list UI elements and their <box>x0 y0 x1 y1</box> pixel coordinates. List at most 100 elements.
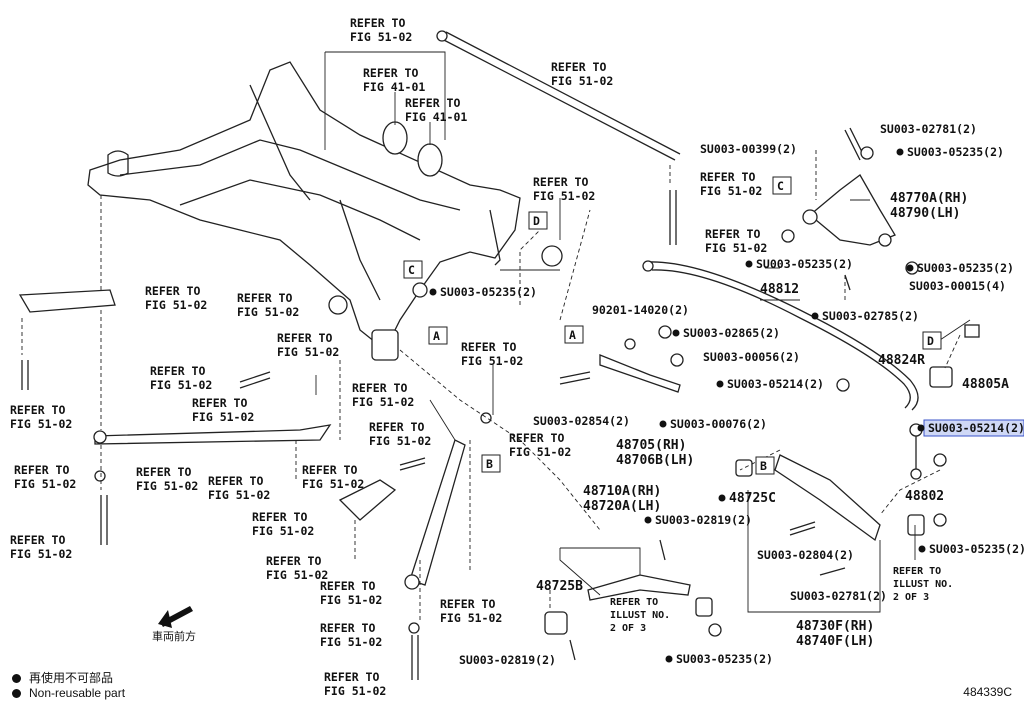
svg-text:48705(RH): 48705(RH) <box>616 438 686 453</box>
markers: C D C A A D B B <box>403 176 942 475</box>
svg-text:REFER TO: REFER TO <box>320 579 375 593</box>
lower-control-arms <box>18 289 881 601</box>
svg-text:SU003-05214(2): SU003-05214(2) <box>727 377 824 391</box>
svg-text:REFER TO: REFER TO <box>192 396 247 410</box>
svg-text:REFER TO: REFER TO <box>461 340 516 354</box>
svg-text:REFER TO: REFER TO <box>266 554 321 568</box>
svg-text:REFER TO: REFER TO <box>440 597 495 611</box>
svg-text:REFER TO: REFER TO <box>10 533 65 547</box>
svg-text:REFER TO: REFER TO <box>252 510 307 524</box>
svg-text:ILLUST NO.: ILLUST NO. <box>610 610 670 621</box>
svg-text:2 OF 3: 2 OF 3 <box>893 592 929 603</box>
svg-text:SU003-05214(2): SU003-05214(2) <box>928 421 1024 435</box>
svg-text:FIG 51-02: FIG 51-02 <box>700 184 762 198</box>
svg-text:48725C: 48725C <box>729 491 776 506</box>
svg-text:48812: 48812 <box>760 282 799 297</box>
legend-jp: 再使用不可部品 <box>12 669 113 686</box>
svg-text:48790(LH): 48790(LH) <box>890 206 960 221</box>
svg-text:FIG 51-02: FIG 51-02 <box>277 345 339 359</box>
svg-text:SU003-05235(2): SU003-05235(2) <box>929 542 1024 556</box>
svg-text:A: A <box>433 329 440 343</box>
svg-text:FIG 51-02: FIG 51-02 <box>369 434 431 448</box>
leader-lines <box>315 51 971 613</box>
figure-code: 484339C <box>963 685 1012 699</box>
svg-text:REFER TO: REFER TO <box>302 463 357 477</box>
svg-text:FIG 51-02: FIG 51-02 <box>145 298 207 312</box>
svg-text:FIG 51-02: FIG 51-02 <box>533 189 595 203</box>
svg-text:FIG 51-02: FIG 51-02 <box>551 74 613 88</box>
svg-text:FIG 41-01: FIG 41-01 <box>405 110 467 124</box>
svg-text:REFER TO: REFER TO <box>136 465 191 479</box>
svg-text:REFER TO: REFER TO <box>324 670 379 684</box>
nuts-and-bushings <box>94 146 980 637</box>
svg-text:SU003-00056(2): SU003-00056(2) <box>703 350 800 364</box>
svg-text:FIG 51-02: FIG 51-02 <box>237 305 299 319</box>
svg-text:SU003-05235(2): SU003-05235(2) <box>440 285 537 299</box>
svg-text:FIG 51-02: FIG 51-02 <box>266 568 328 582</box>
svg-text:2 OF 3: 2 OF 3 <box>610 623 646 634</box>
legend-en: Non-reusable part <box>12 686 125 700</box>
lateral-rod <box>436 30 681 161</box>
svg-text:REFER TO: REFER TO <box>150 364 205 378</box>
svg-text:FIG 51-02: FIG 51-02 <box>324 684 386 698</box>
non-reusable-dot-icon <box>12 674 21 683</box>
svg-text:FIG 51-02: FIG 51-02 <box>252 524 314 538</box>
svg-text:FIG 51-02: FIG 51-02 <box>350 30 412 44</box>
svg-text:48730F(RH): 48730F(RH) <box>796 619 874 634</box>
svg-text:REFER TO: REFER TO <box>533 175 588 189</box>
svg-text:REFER TO: REFER TO <box>363 66 418 80</box>
svg-text:SU003-00015(4): SU003-00015(4) <box>909 279 1006 293</box>
svg-text:C: C <box>777 179 784 193</box>
svg-text:REFER TO: REFER TO <box>10 403 65 417</box>
svg-text:SU003-00399(2): SU003-00399(2) <box>700 142 797 156</box>
svg-text:FIG 51-02: FIG 51-02 <box>10 417 72 431</box>
svg-text:FIG 51-02: FIG 51-02 <box>705 241 767 255</box>
svg-text:FIG 51-02: FIG 51-02 <box>352 395 414 409</box>
svg-text:REFER TO: REFER TO <box>350 16 405 30</box>
svg-text:B: B <box>486 457 493 471</box>
svg-text:SU003-05235(2): SU003-05235(2) <box>756 257 853 271</box>
svg-text:FIG 51-02: FIG 51-02 <box>150 378 212 392</box>
svg-text:REFER TO: REFER TO <box>320 621 375 635</box>
svg-text:90201-14020(2): 90201-14020(2) <box>592 303 689 317</box>
svg-text:REFER TO: REFER TO <box>208 474 263 488</box>
svg-text:FIG 51-02: FIG 51-02 <box>461 354 523 368</box>
svg-text:B: B <box>760 459 767 473</box>
svg-text:REFER TO: REFER TO <box>145 284 200 298</box>
svg-text:FIG 51-02: FIG 51-02 <box>320 635 382 649</box>
svg-text:REFER TO: REFER TO <box>509 431 564 445</box>
front-arrow-icon <box>158 606 193 628</box>
front-direction-label: 車両前方 <box>152 629 196 643</box>
svg-text:SU003-02819(2): SU003-02819(2) <box>655 513 752 527</box>
svg-text:SU003-05235(2): SU003-05235(2) <box>907 145 1004 159</box>
svg-text:REFER TO: REFER TO <box>610 597 658 608</box>
svg-text:FIG 51-02: FIG 51-02 <box>440 611 502 625</box>
svg-text:REFER TO: REFER TO <box>551 60 606 74</box>
svg-text:FIG 51-02: FIG 51-02 <box>136 479 198 493</box>
svg-text:FIG 51-02: FIG 51-02 <box>10 547 72 561</box>
svg-text:48706B(LH): 48706B(LH) <box>616 453 694 468</box>
svg-text:FIG 51-02: FIG 51-02 <box>14 477 76 491</box>
svg-text:SU003-02804(2): SU003-02804(2) <box>757 548 854 562</box>
svg-text:REFER TO: REFER TO <box>352 381 407 395</box>
svg-text:FIG 51-02: FIG 51-02 <box>509 445 571 459</box>
svg-text:A: A <box>569 328 576 342</box>
svg-text:SU003-02819(2): SU003-02819(2) <box>459 653 556 667</box>
svg-text:REFER TO: REFER TO <box>893 566 941 577</box>
svg-text:SU003-02781(2): SU003-02781(2) <box>790 589 887 603</box>
svg-text:ILLUST NO.: ILLUST NO. <box>893 579 953 590</box>
svg-text:FIG 41-01: FIG 41-01 <box>363 80 425 94</box>
svg-text:SU003-02781(2): SU003-02781(2) <box>880 122 977 136</box>
svg-text:FIG 51-02: FIG 51-02 <box>208 488 270 502</box>
reference-lines <box>21 150 961 620</box>
svg-text:48770A(RH): 48770A(RH) <box>890 191 968 206</box>
svg-text:REFER TO: REFER TO <box>237 291 292 305</box>
svg-text:48802: 48802 <box>905 489 944 504</box>
bolts <box>21 127 866 680</box>
svg-text:REFER TO: REFER TO <box>277 331 332 345</box>
labels: REFER TO FIG 51-02 REFER TO FIG 41-01 RE… <box>10 16 1024 698</box>
svg-text:FIG 51-02: FIG 51-02 <box>302 477 364 491</box>
svg-text:48824R: 48824R <box>878 353 925 368</box>
svg-text:48740F(LH): 48740F(LH) <box>796 634 874 649</box>
